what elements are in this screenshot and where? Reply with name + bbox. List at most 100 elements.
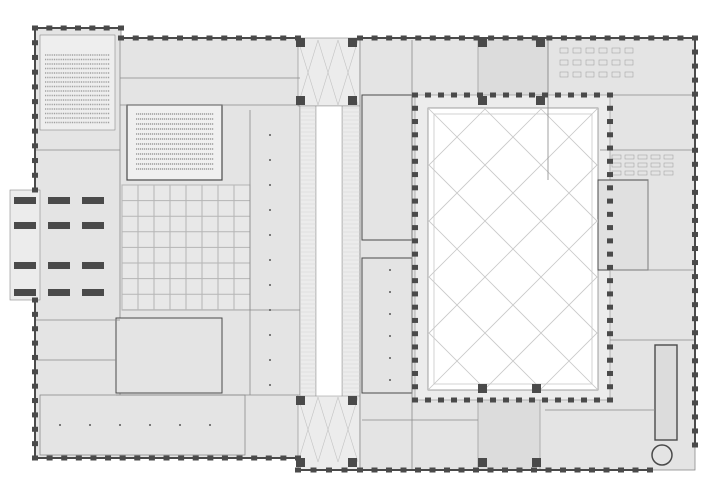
gallery-pier [503, 397, 509, 403]
wall-pier [32, 441, 38, 447]
wall-pier [32, 84, 38, 90]
wall-pier [103, 25, 110, 31]
wall-pier [692, 358, 698, 364]
wall-pier [371, 467, 378, 473]
wall-pier [32, 369, 38, 375]
wall-pier [280, 35, 287, 41]
gallery-pier [425, 397, 431, 403]
table [663, 154, 674, 160]
wall-pier [162, 35, 169, 41]
wall-pier [692, 147, 698, 153]
wall-pier [147, 35, 154, 41]
wall-pier [192, 455, 199, 461]
gallery-pier [412, 92, 418, 98]
wall-pier [692, 400, 698, 406]
portico-hatch [337, 39, 359, 106]
wall-pier [134, 455, 141, 461]
wall-pier [178, 455, 185, 461]
gallery-pier [464, 92, 470, 98]
wall-pier [32, 172, 38, 178]
column [269, 359, 271, 361]
table [624, 170, 635, 176]
wall-pier [662, 35, 669, 41]
wall-pier [75, 455, 82, 461]
gallery-pier [529, 92, 535, 98]
wall-pier [400, 35, 407, 41]
wall-pier [32, 326, 38, 332]
column [269, 284, 271, 286]
wall-pier [265, 35, 272, 41]
wall-pier [692, 119, 698, 125]
gallery-pier [555, 92, 561, 98]
table [559, 59, 569, 66]
table [650, 162, 661, 168]
north-court-hall [477, 37, 549, 107]
wall-pier [177, 35, 183, 41]
wall-pier [517, 35, 524, 41]
wall-pier [415, 467, 421, 473]
gallery-pier [412, 225, 418, 231]
gallery-pier [607, 291, 613, 297]
table [611, 71, 621, 78]
wall-pier [618, 467, 624, 473]
wall-pier [604, 35, 611, 41]
wall-pier [429, 35, 436, 41]
wall-pier [574, 467, 581, 473]
entrance-pier [82, 289, 104, 296]
entrance-pier [48, 262, 70, 269]
entrance-pier [14, 289, 36, 296]
wall-pier [692, 161, 698, 167]
wall-pier [647, 467, 653, 473]
wall-pier [118, 25, 124, 31]
portico-pillar [348, 458, 357, 467]
courtyard-grid-line [539, 331, 598, 390]
gallery-pier [568, 92, 574, 98]
corner-tower [651, 444, 673, 466]
column [269, 259, 271, 261]
wall-pier [32, 99, 38, 105]
entrance-pier [48, 222, 70, 229]
column [119, 424, 121, 426]
portico-pillar [536, 96, 545, 105]
wall-pier [46, 455, 53, 461]
column [269, 159, 271, 161]
wall-pier [560, 467, 566, 473]
table [624, 59, 634, 66]
wall-pier [207, 455, 214, 461]
column [59, 424, 61, 426]
wall-pier [531, 35, 538, 41]
column [209, 424, 211, 426]
entrance-pier [14, 222, 36, 229]
wall-pier [32, 54, 38, 60]
west-entrance-porch [9, 189, 41, 301]
wall-pier [415, 35, 422, 41]
wall-pier [371, 35, 378, 41]
wall-pier [473, 467, 479, 473]
column [89, 424, 91, 426]
table [624, 154, 635, 160]
column [149, 424, 151, 426]
wall-pier [692, 316, 698, 322]
wall-pier [692, 63, 698, 69]
wall-pier [265, 455, 272, 461]
portico-pillar [296, 396, 305, 405]
wall-pier [357, 35, 363, 41]
table [637, 170, 648, 176]
wall-pier [386, 35, 393, 41]
gallery-pier [607, 344, 613, 350]
portico-hatch [337, 396, 359, 463]
gallery-pier [607, 384, 613, 390]
entrance-pier [82, 262, 104, 269]
gallery-pier [412, 172, 418, 178]
wall-pier [118, 35, 124, 41]
wall-pier [444, 467, 450, 473]
wall-pier [692, 386, 698, 392]
wall-pier [632, 467, 639, 473]
gallery-pier [451, 397, 457, 403]
wall-pier [32, 69, 38, 75]
table [624, 162, 635, 168]
gallery-pier [412, 185, 418, 191]
wall-pier [546, 35, 553, 41]
gallery-pier [607, 132, 613, 138]
gallery-pier [412, 238, 418, 244]
